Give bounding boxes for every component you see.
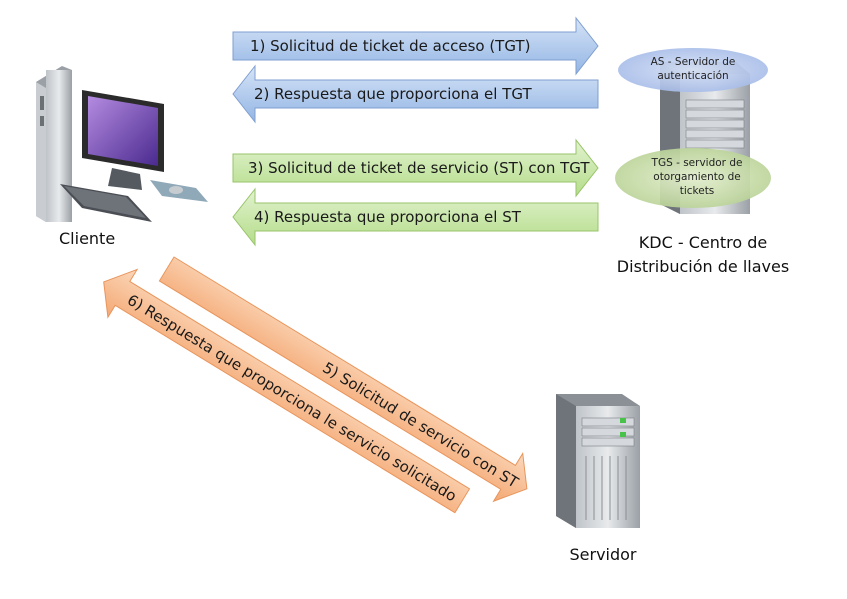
arrow-2-label: 2) Respuesta que proporciona el TGT bbox=[254, 85, 532, 103]
kdc-label-line2: Distribución de llaves bbox=[617, 257, 789, 276]
arrow-2: 2) Respuesta que proporciona el TGT bbox=[232, 64, 599, 124]
arrow-6: 6) Respuesta que proporciona le servicio… bbox=[103, 268, 471, 514]
server-label: Servidor bbox=[569, 545, 636, 564]
client-computer-icon bbox=[36, 66, 208, 222]
as-label-line1: AS - Servidor de bbox=[651, 56, 736, 68]
as-label-line2: autenticación bbox=[657, 70, 728, 82]
arrow-5: 5) Solicitud de servicio con ST bbox=[158, 256, 528, 503]
tgs-label-line3: tickets bbox=[680, 185, 715, 197]
tgs-label-line2: otorgamiento de bbox=[653, 171, 740, 183]
as-ellipse: AS - Servidor de autenticación bbox=[618, 48, 768, 92]
arrow-3-label: 3) Solicitud de ticket de servicio (ST) … bbox=[248, 159, 590, 177]
arrow-6-label: 6) Respuesta que proporciona le servicio… bbox=[124, 291, 460, 506]
service-server-icon bbox=[556, 394, 640, 528]
arrow-1-label: 1) Solicitud de ticket de acceso (TGT) bbox=[250, 37, 530, 55]
arrow-4: 4) Respuesta que proporciona el ST bbox=[232, 187, 599, 247]
arrow-3: 3) Solicitud de ticket de servicio (ST) … bbox=[232, 138, 599, 198]
client-label: Cliente bbox=[59, 229, 115, 248]
kdc-label-line1: KDC - Centro de bbox=[639, 233, 767, 252]
arrow-4-label: 4) Respuesta que proporciona el ST bbox=[254, 208, 522, 226]
tgs-ellipse: TGS - servidor de otorgamiento de ticket… bbox=[615, 148, 771, 208]
arrow-1: 1) Solicitud de ticket de acceso (TGT) bbox=[232, 16, 599, 76]
tgs-label-line1: TGS - servidor de bbox=[651, 157, 743, 169]
